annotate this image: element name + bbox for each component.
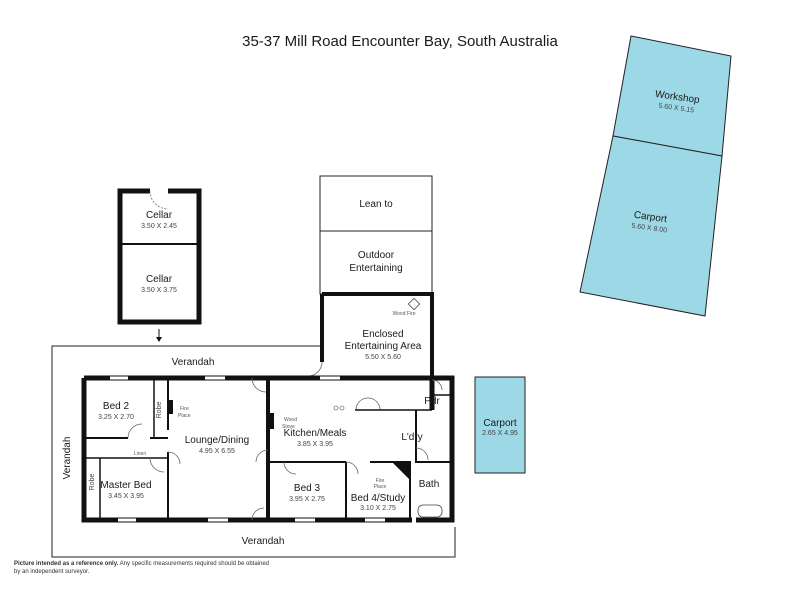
master-bed-label: Master Bed [100,480,151,491]
bed4-label: Bed 4/Study [351,493,405,504]
lean-to-label: Lean to [359,199,393,210]
plan-title: 35-37 Mill Road Encounter Bay, South Aus… [242,33,558,50]
wood-fire-label: Wood Fire [393,311,416,317]
verandah-outline [51,345,456,558]
fire-place-line1: Fire [180,406,189,412]
master-bed-dim: 3.45 X 3.95 [108,493,144,500]
enclosed-walls [320,292,434,378]
fire-place2-line1: Fire [376,478,385,484]
cellar-top-dim: 3.50 X 2.45 [141,223,177,230]
workshop-dim: 5.60 X 5.15 [658,103,695,115]
pdr-label: Pdr [424,396,440,407]
wood-stove-line2: Stove [282,424,295,430]
wood-stove-line1: Wood [284,417,297,423]
kitchen-label: Kitchen/Meals [284,428,347,439]
lounge-dim: 4.95 X 6.55 [199,448,235,455]
verandah-top-label: Verandah [172,357,215,368]
enclosed-label-2: Entertaining Area [345,341,422,352]
outdoor-label-1: Outdoor [358,250,395,261]
cellar-top-label: Cellar [146,210,173,221]
verandah-bottom-label: Verandah [242,536,285,547]
carport-right-dim: 2.65 X 4.95 [482,430,518,437]
bed2-label: Bed 2 [103,401,130,412]
cellar-bottom-label: Cellar [146,274,173,285]
bath-label: Bath [419,479,440,490]
outdoor-entertaining-area [319,230,433,295]
bed3-dim: 3.95 X 2.75 [289,496,325,503]
lean-to-area [319,175,433,232]
bed2-dim: 3.25 X 2.70 [98,414,134,421]
kitchen-dim: 3.85 X 3.95 [297,441,333,448]
disclaimer: Picture intended as a reference only. An… [14,560,274,576]
carport-top-area [579,135,723,317]
verandah-left-label: Verandah [62,437,73,480]
ldry-label: L'dry [401,432,422,443]
bed3-label: Bed 3 [294,483,321,494]
cellar-bottom-dim: 3.50 X 3.75 [141,287,177,294]
fire-place2-line2: Place [374,484,387,490]
outdoor-label-2: Entertaining [349,263,402,274]
linen-label: Linen [134,451,146,457]
fire-place-line2: Place [178,413,191,419]
carport-right-label: Carport [483,418,517,429]
enclosed-dim: 5.50 X 5.60 [365,354,401,361]
carport-top-dim: 5.60 X 8.00 [631,223,668,235]
enclosed-label-1: Enclosed [362,329,403,340]
house-walls [81,375,455,523]
disclaimer-rest: Any specific measurements required shoul… [14,561,270,575]
bed4-dim: 3.10 X 2.75 [360,505,396,512]
robe-lower-label: Robe [89,474,96,491]
robe-upper-label: Robe [156,402,163,419]
carport-top-label: Carport [633,210,668,226]
lounge-label: Lounge/Dining [185,435,250,446]
carport-right-area [474,376,526,474]
disclaimer-bold: Picture intended as a reference only. [14,561,119,567]
